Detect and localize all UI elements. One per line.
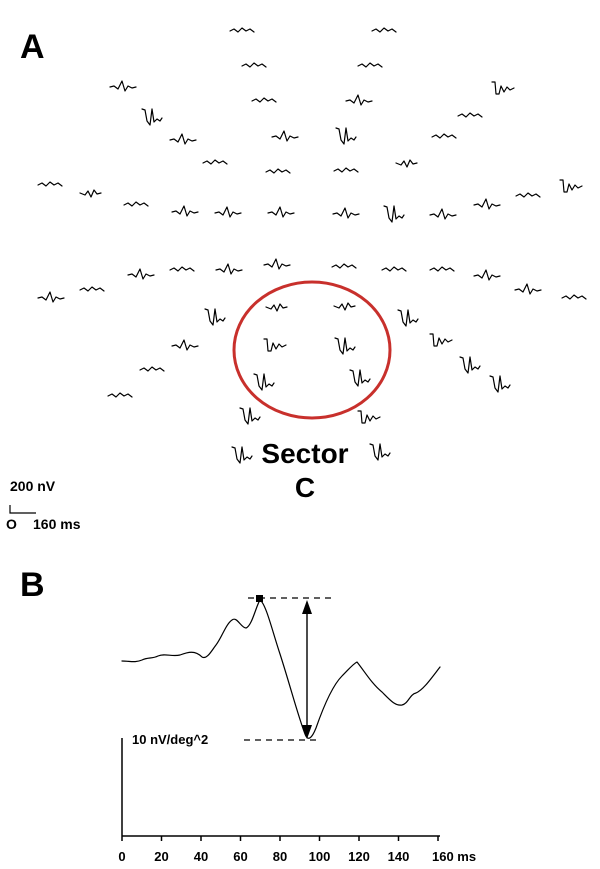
local-response-trace	[559, 179, 583, 193]
panel-a-label: A	[20, 28, 45, 66]
local-response-trace	[37, 181, 63, 187]
trace-array	[37, 27, 587, 464]
local-response-trace	[332, 207, 360, 219]
local-response-trace	[267, 206, 295, 218]
x-tick-label: 60	[233, 849, 247, 864]
local-response-trace	[204, 308, 226, 326]
local-response-trace	[107, 392, 133, 398]
local-response-trace	[429, 266, 455, 272]
local-response-trace	[109, 80, 137, 92]
local-response-trace	[123, 201, 149, 207]
local-response-trace	[514, 283, 542, 295]
local-response-trace	[251, 97, 277, 103]
amplitude-scale-label: 200 nV	[10, 478, 56, 494]
local-response-trace	[395, 159, 418, 168]
local-response-trace	[429, 208, 457, 220]
local-response-trace	[335, 127, 357, 145]
x-tick-label: 20	[154, 849, 168, 864]
local-response-trace	[214, 206, 242, 218]
local-response-trace	[241, 62, 267, 68]
local-response-trace	[169, 266, 195, 272]
local-response-trace	[489, 375, 511, 393]
x-axis-ticks: 0 20 40 60 80 100 120 140 160 ms	[118, 836, 476, 864]
local-response-trace	[473, 269, 501, 281]
local-response-trace	[515, 192, 541, 198]
local-response-trace	[79, 189, 102, 198]
local-response-trace	[369, 443, 391, 461]
x-tick-label: 100	[309, 849, 331, 864]
local-response-trace	[333, 302, 356, 311]
local-response-trace	[37, 291, 65, 303]
x-tick-label: 80	[273, 849, 287, 864]
x-tick-label: 120	[348, 849, 370, 864]
scale-bar	[9, 505, 36, 514]
sector-c-circle	[232, 280, 392, 420]
arrow-head-down	[302, 725, 312, 739]
local-response-trace	[357, 62, 383, 68]
local-response-trace	[202, 159, 228, 165]
local-response-trace	[139, 366, 165, 372]
local-response-trace	[333, 167, 359, 173]
local-response-trace	[334, 337, 356, 355]
local-response-trace	[431, 133, 457, 139]
local-response-trace	[169, 133, 197, 145]
amplitude-scale-b: 10 nV/deg^2	[132, 732, 208, 747]
scale-origin-label: O	[6, 516, 17, 532]
time-scale-label: 160 ms	[33, 516, 81, 532]
local-response-trace	[263, 338, 287, 352]
arrow-head-up	[302, 600, 312, 614]
local-response-trace	[491, 81, 515, 95]
local-response-trace	[171, 339, 199, 351]
x-tick-label: 0	[118, 849, 125, 864]
local-response-trace	[239, 407, 261, 425]
local-response-trace	[127, 268, 155, 280]
local-response-trace	[271, 130, 299, 142]
x-tick-label: 140	[388, 849, 410, 864]
local-response-trace	[381, 266, 407, 272]
local-response-trace	[473, 198, 501, 210]
local-response-trace	[253, 373, 275, 391]
sector-label-line2: C	[295, 472, 315, 503]
x-tick-label: 160 ms	[432, 849, 476, 864]
local-response-trace	[383, 205, 405, 223]
local-response-trace	[429, 333, 453, 347]
local-response-trace	[79, 286, 105, 292]
local-response-trace	[263, 258, 291, 270]
local-response-trace	[349, 369, 371, 387]
local-response-trace	[171, 205, 199, 217]
local-response-trace	[371, 27, 397, 33]
local-response-trace	[459, 356, 481, 374]
local-response-trace	[561, 294, 587, 300]
local-response-trace	[397, 309, 419, 327]
local-response-trace	[141, 108, 163, 126]
local-response-trace	[345, 94, 373, 106]
average-response-waveform	[121, 599, 441, 739]
local-response-trace	[457, 112, 483, 118]
x-tick-label: 40	[194, 849, 208, 864]
local-response-trace	[265, 168, 291, 174]
sector-label-line1: Sector	[261, 438, 348, 469]
local-response-trace	[231, 446, 253, 464]
local-response-trace	[331, 263, 357, 269]
panel-b-label: B	[20, 566, 45, 604]
local-response-trace	[215, 263, 243, 275]
local-response-trace	[357, 410, 381, 424]
local-response-trace	[265, 303, 288, 312]
local-response-trace	[229, 27, 255, 33]
